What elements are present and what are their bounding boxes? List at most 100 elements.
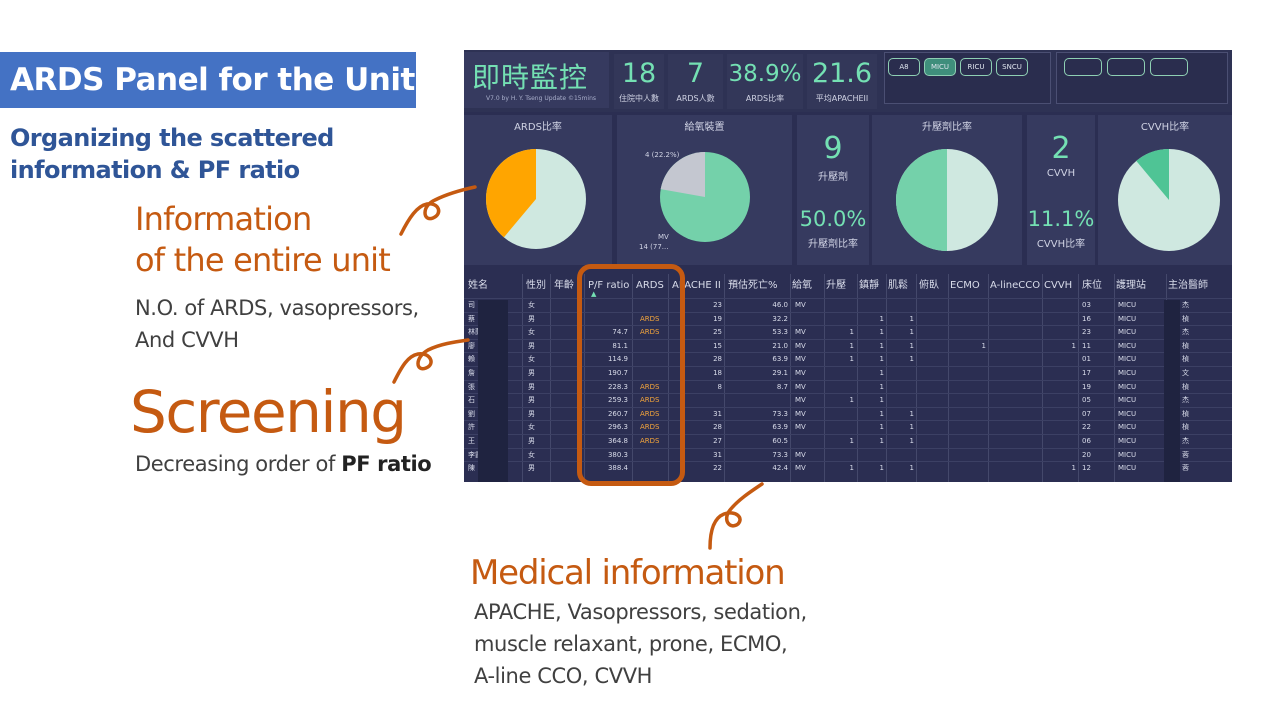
column-divider (824, 274, 825, 482)
screening-body-text: Decreasing order of (135, 452, 342, 476)
cell-mr (888, 449, 914, 462)
column-header[interactable]: 鎮靜 (859, 280, 879, 291)
panel-title: 給氧裝置 (684, 122, 725, 133)
unit-button-ricu[interactable]: RICU (960, 58, 992, 76)
column-header[interactable]: CVVH (1044, 280, 1073, 291)
cell-bed: 05 (1082, 396, 1091, 405)
cell-bed: 12 (1082, 464, 1091, 473)
sort-indicator[interactable]: ▲ (591, 290, 597, 298)
cell-death: 29.1 (772, 369, 788, 377)
column-header[interactable]: 主治醫師 (1168, 280, 1208, 291)
column-header[interactable]: ECMO (950, 280, 980, 291)
cell-doc: 楨 (1182, 423, 1189, 432)
cell-cco (950, 421, 986, 434)
cell-sed (859, 299, 884, 312)
cell-apache: 28 (713, 423, 722, 432)
column-header[interactable]: 俯臥 (919, 280, 939, 291)
vaso-count-label: 升壓劑 (818, 172, 848, 183)
cell-ards: ARDS (640, 396, 660, 405)
cell-pf: 380.3 (607, 450, 628, 459)
column-header[interactable]: APACHE II (672, 280, 721, 291)
medical-body-line: muscle relaxant, prone, ECMO, (474, 632, 788, 656)
cell-ecmo (919, 299, 944, 312)
cell-doc: 文 (1182, 369, 1189, 377)
cell-o2: MV (795, 369, 806, 377)
unit-button-micu[interactable]: MICU (924, 58, 956, 76)
cell-sed: 1 (879, 409, 884, 418)
cell-sex: 女 (528, 450, 535, 459)
column-header[interactable]: 護理站 (1116, 280, 1146, 291)
column-header[interactable]: 給氧 (792, 280, 812, 291)
cell-vaso (826, 449, 854, 462)
cell-doc: 楨 (1182, 382, 1189, 391)
screening-heading: Screening (130, 378, 407, 446)
column-header[interactable]: 肌鬆 (888, 280, 908, 291)
vaso-pie-chart (896, 149, 998, 251)
unit-button-blurred[interactable] (1107, 58, 1145, 76)
cell-doc: 杰 (1182, 437, 1189, 445)
cell-death: 8.7 (776, 382, 788, 391)
cell-apache: 28 (713, 355, 722, 364)
cell-name: 劉 (468, 409, 475, 418)
column-header[interactable]: 姓名 (468, 280, 488, 291)
cell-vaso: 1 (849, 437, 854, 445)
unit-button-blurred[interactable] (1064, 58, 1102, 76)
cell-doc: 杰 (1182, 328, 1189, 337)
cell-vaso: 1 (849, 328, 854, 337)
cell-pf: 81.1 (612, 341, 628, 350)
column-header[interactable]: 升壓 (826, 280, 846, 291)
cell-cco: 1 (981, 341, 986, 350)
column-divider (988, 274, 989, 482)
cell-name: 李霞 (468, 450, 482, 459)
subtitle-line: information & PF ratio (10, 156, 300, 184)
cell-cvvh (1044, 421, 1076, 434)
cell-pf: 228.3 (607, 382, 628, 391)
unit-button-a8[interactable]: A8 (888, 58, 920, 76)
cell-name: 許 (468, 423, 475, 432)
column-header[interactable]: 預估死亡% (728, 280, 778, 291)
stat-inpatients: 18 住院中人數 (614, 54, 664, 109)
column-header[interactable]: 床位 (1082, 280, 1102, 291)
cell-station: MICU (1118, 355, 1137, 364)
cell-mr: 1 (909, 355, 914, 364)
pie-label-top: 4 (22.2%) (645, 151, 680, 159)
column-header[interactable]: 年齡 (554, 280, 574, 291)
cell-cvvh: 1 (1071, 341, 1076, 350)
column-header[interactable]: ARDS (636, 280, 664, 291)
stat-label: 住院中人數 (619, 94, 659, 103)
cell-vaso (826, 408, 854, 421)
column-divider (886, 274, 887, 482)
cell-sex: 男 (528, 464, 535, 473)
unit-button-sncu[interactable]: SNCU (996, 58, 1028, 76)
cell-o2: MV (795, 396, 806, 405)
column-header[interactable]: A-lineCCO (990, 280, 1041, 291)
column-header[interactable]: P/F ratio (588, 280, 630, 291)
cell-sex: 男 (528, 341, 535, 350)
cell-sex: 女 (528, 423, 535, 432)
cell-bed: 17 (1082, 369, 1091, 377)
unit-button-blurred[interactable] (1150, 58, 1188, 76)
cell-mr (888, 367, 914, 380)
cell-apache: 15 (713, 341, 722, 350)
cell-sed: 1 (879, 341, 884, 350)
screening-body-bold: PF ratio (341, 452, 432, 476)
cell-death: 32.2 (772, 314, 788, 323)
cell-pf: 388.4 (607, 464, 628, 473)
cell-death: 73.3 (772, 450, 788, 459)
cvvh-count-label: CVVH (1046, 168, 1076, 179)
curl-arrow-icon (392, 338, 470, 384)
column-header[interactable]: 性別 (526, 280, 546, 291)
